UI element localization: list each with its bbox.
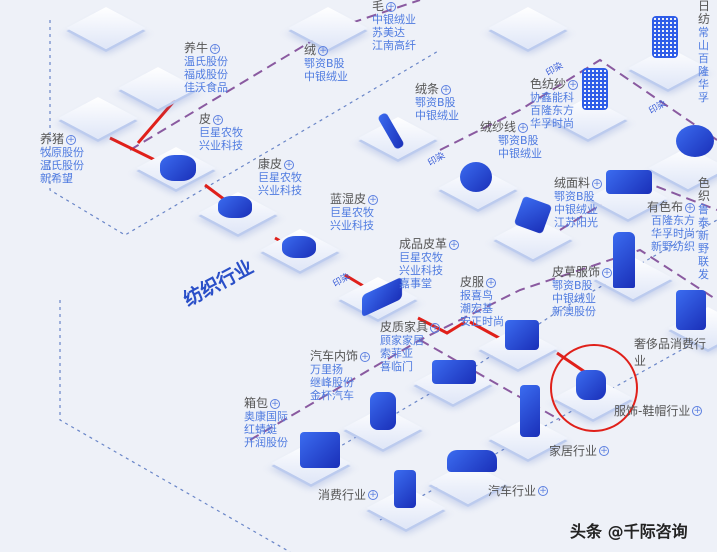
node-qicheneishi[interactable]: 汽车内饰+万里扬继峰股份金杯汽车 bbox=[310, 349, 371, 402]
node-youseibu[interactable]: 有色布+百隆东方华孚时尚新野纺织 bbox=[647, 200, 696, 253]
node-pifu[interactable]: 皮服+报喜鸟潮宏基安正时尚 bbox=[460, 275, 504, 329]
highlight-circle bbox=[550, 344, 638, 432]
luxury-bag-icon bbox=[676, 290, 706, 330]
car-seat-icon bbox=[370, 392, 396, 430]
expand-icon[interactable]: + bbox=[685, 202, 696, 213]
industry-apparel[interactable]: 服饰-鞋帽行业+ bbox=[614, 404, 703, 418]
expand-icon[interactable]: + bbox=[449, 239, 460, 250]
grid-fabric-icon bbox=[652, 16, 678, 58]
expand-icon[interactable]: + bbox=[368, 194, 379, 205]
expand-icon[interactable]: + bbox=[486, 277, 497, 288]
industry-luxury[interactable]: 奢侈品消费行业 bbox=[634, 337, 707, 368]
expand-icon[interactable]: + bbox=[568, 79, 579, 90]
node-pizhijiaju[interactable]: 皮质家具+顾家家居索菲亚喜临门 bbox=[380, 320, 441, 373]
expand-icon[interactable]: + bbox=[318, 45, 329, 56]
node-rong[interactable]: 绒+鄂资B股中银绒业 bbox=[304, 43, 348, 84]
hide-icon bbox=[160, 155, 196, 181]
car-icon bbox=[447, 450, 497, 472]
sofa-icon bbox=[432, 360, 476, 384]
industry-consumer[interactable]: 消费行业+ bbox=[318, 488, 379, 502]
node-pi[interactable]: 皮+巨星农牧兴业科技 bbox=[199, 112, 243, 153]
hide-icon bbox=[282, 236, 316, 258]
expand-icon[interactable]: + bbox=[599, 445, 610, 456]
expand-icon[interactable]: + bbox=[602, 267, 613, 278]
node-lanshipi[interactable]: 蓝湿皮+巨星农牧兴业科技 bbox=[330, 192, 379, 232]
jacket-icon bbox=[505, 320, 539, 350]
expand-icon[interactable]: + bbox=[518, 122, 529, 133]
cabinet-icon bbox=[520, 385, 540, 437]
node-sefangsha[interactable]: 色纺纱+协鑫能科百隆东方华孚时尚 bbox=[530, 77, 579, 130]
dress-icon bbox=[613, 232, 635, 288]
node-chengpinpige[interactable]: 成品皮革+巨星农牧兴业科技嘉事堂 bbox=[399, 237, 460, 290]
node-rongtiao[interactable]: 绒条+鄂资B股中银绒业 bbox=[415, 82, 459, 123]
expand-icon[interactable]: + bbox=[360, 351, 371, 362]
expand-icon[interactable]: + bbox=[270, 398, 281, 409]
expand-icon[interactable]: + bbox=[368, 489, 379, 500]
expand-icon[interactable]: + bbox=[284, 159, 295, 170]
expand-icon[interactable]: + bbox=[386, 1, 397, 12]
node-kangpi[interactable]: 康皮+巨星农牧兴业科技 bbox=[258, 157, 302, 198]
folded-fabric-icon bbox=[606, 170, 652, 194]
industry-home[interactable]: 家居行业+ bbox=[549, 444, 610, 458]
expand-icon[interactable]: + bbox=[66, 134, 77, 145]
hide-icon bbox=[218, 196, 252, 218]
node-mao[interactable]: 毛+中银绒业苏美达江南高纤 bbox=[372, 0, 416, 52]
node-rongmianliao[interactable]: 绒面料+鄂资B股中银绒业江苏阳光 bbox=[554, 176, 603, 229]
shopping-bag-icon bbox=[394, 470, 416, 508]
spool-icon bbox=[460, 162, 492, 192]
node-baifang[interactable]: 日纺常山百隆华孚 bbox=[698, 0, 711, 104]
node-rongshaxian[interactable]: 绒纱线+鄂资B股中银绒业 bbox=[480, 120, 542, 161]
expand-icon[interactable]: + bbox=[441, 84, 452, 95]
expand-icon[interactable]: + bbox=[592, 178, 603, 189]
node-yangzhu[interactable]: 养猪+牧原股份温氏股份新希望 bbox=[40, 132, 84, 186]
grid-fabric-icon bbox=[582, 68, 608, 110]
expand-icon[interactable]: + bbox=[210, 43, 221, 54]
watermark: 头条 @千际咨询 bbox=[570, 522, 688, 541]
industry-auto[interactable]: 汽车行业+ bbox=[488, 484, 549, 498]
expand-icon[interactable]: + bbox=[692, 405, 703, 416]
node-picaofushi[interactable]: 皮草服饰+鄂资B股中银绒业新澳股份 bbox=[552, 265, 613, 318]
node-xiangbao[interactable]: 箱包+奥康国际红蜻蜓开润股份 bbox=[244, 396, 288, 450]
expand-icon[interactable]: + bbox=[430, 322, 441, 333]
suitcase-icon bbox=[300, 432, 340, 468]
expand-icon[interactable]: + bbox=[538, 485, 549, 496]
fabric-roll-icon bbox=[676, 125, 714, 157]
node-sezhi[interactable]: 色织鲁泰新野联发 bbox=[698, 176, 711, 282]
expand-icon[interactable]: + bbox=[213, 114, 224, 125]
node-yangniu[interactable]: 养牛+温氏股份福成股份佳沃食品 bbox=[184, 41, 228, 95]
